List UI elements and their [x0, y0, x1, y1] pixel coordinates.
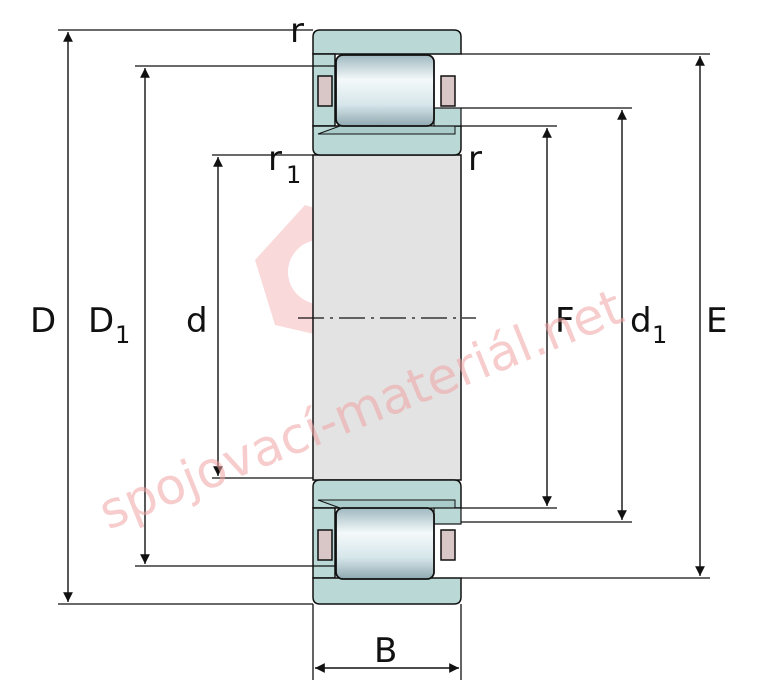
label-D1: D: [88, 301, 114, 341]
extension-lines: [58, 29, 710, 680]
label-D1-subscript: 1: [115, 321, 130, 349]
cage-right-top: [440, 75, 456, 107]
label-d: d: [186, 301, 208, 341]
roller-top: [335, 54, 435, 127]
cage-right-bottom: [440, 529, 456, 561]
cage-left-bottom: [317, 529, 333, 561]
outer-ring-top: [312, 29, 462, 55]
inner-ring-top-shoulder: [433, 107, 462, 127]
label-B: B: [374, 631, 397, 671]
label-d1-subscript: 1: [652, 321, 667, 349]
label-r-top: r: [290, 11, 304, 51]
label-r1: r: [268, 139, 282, 179]
label-D: D: [30, 301, 56, 341]
cage-left-top: [317, 75, 333, 107]
label-F: F: [555, 301, 575, 341]
label-E: E: [706, 301, 727, 341]
label-r-mid: r: [468, 139, 482, 179]
inner-ring-bottom-shoulder: [433, 507, 462, 525]
label-r1-subscript: 1: [286, 161, 301, 189]
roller-bottom: [335, 507, 435, 580]
label-d1: d: [630, 301, 652, 341]
outer-ring-bottom: [312, 577, 462, 605]
